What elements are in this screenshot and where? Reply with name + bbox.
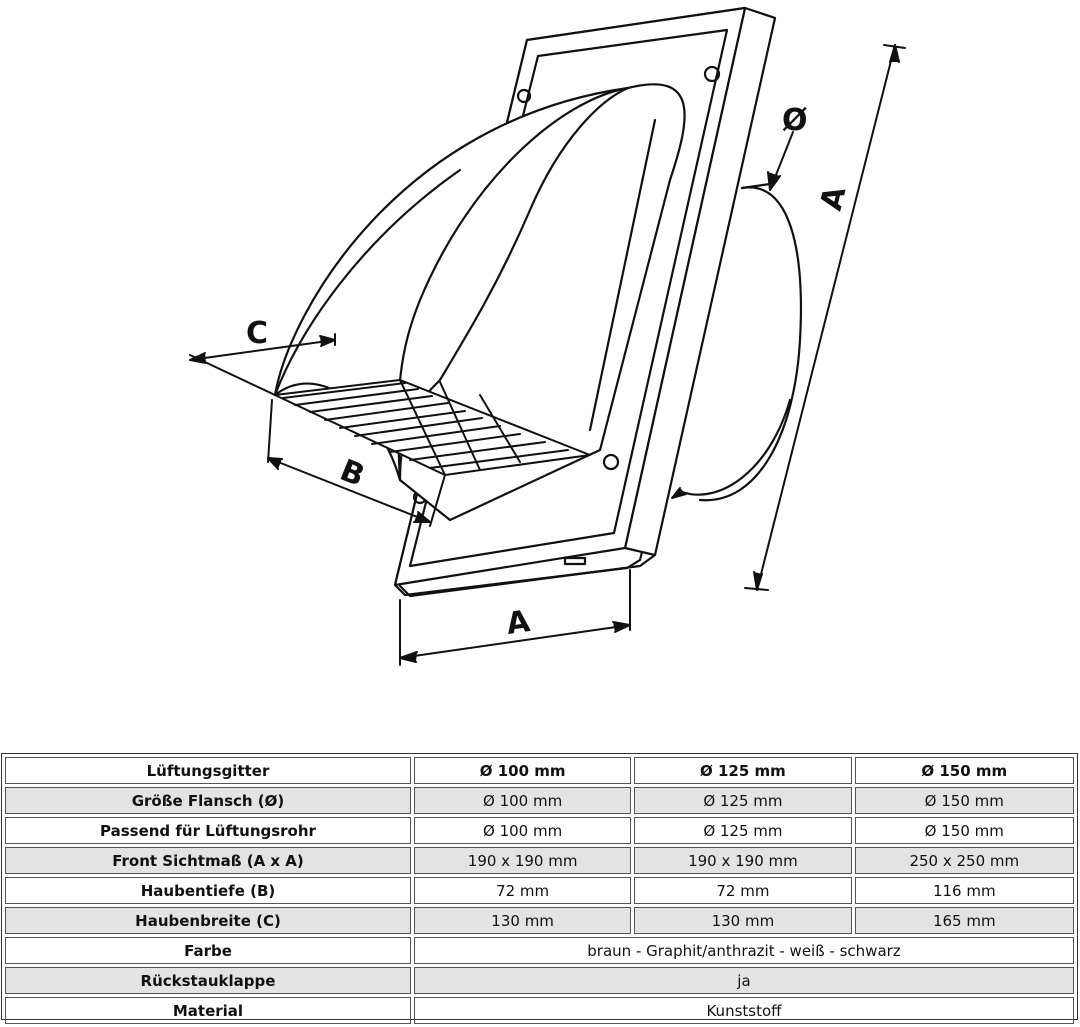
table-row: Material Kunststoff — [5, 997, 1074, 1024]
table-row: Rückstauklappe ja — [5, 967, 1074, 994]
row-label: Haubentiefe (B) — [5, 877, 411, 904]
table-row: Front Sichtmaß (A x A) 190 x 190 mm 190 … — [5, 847, 1074, 874]
table-cell-merged: ja — [413, 967, 1074, 994]
table-cell: Ø 125 mm — [634, 817, 852, 844]
dimension-lines — [189, 44, 906, 666]
table-cell: Ø 100 mm — [413, 817, 632, 844]
dimension-label-b: B — [335, 453, 369, 494]
diameter-label: Ø — [782, 103, 808, 138]
dimension-label-a-side: A — [814, 182, 854, 214]
header-cell: Ø 100 mm — [413, 757, 632, 784]
table-cell: 190 x 190 mm — [634, 847, 852, 874]
row-label: Rückstauklappe — [5, 967, 411, 994]
table-cell-merged: braun - Graphit/anthrazit - weiß - schwa… — [413, 937, 1074, 964]
table-cell: 190 x 190 mm — [413, 847, 632, 874]
table-cell: 130 mm — [634, 907, 852, 934]
table-cell: Ø 150 mm — [854, 787, 1074, 814]
table-cell: 250 x 250 mm — [854, 847, 1074, 874]
table-cell: 165 mm — [854, 907, 1074, 934]
table-cell: 116 mm — [854, 877, 1074, 904]
pipe-spigot — [680, 182, 803, 502]
table-row: Größe Flansch (Ø) Ø 100 mm Ø 125 mm Ø 15… — [5, 787, 1074, 814]
table-cell: Ø 150 mm — [854, 817, 1074, 844]
table-row: Haubentiefe (B) 72 mm 72 mm 116 mm — [5, 877, 1074, 904]
dimension-label-c: C — [246, 316, 268, 351]
spec-table: Lüftungsgitter Ø 100 mm Ø 125 mm Ø 150 m… — [2, 754, 1077, 1027]
table-row: Passend für Lüftungsrohr Ø 100 mm Ø 125 … — [5, 817, 1074, 844]
row-label: Front Sichtmaß (A x A) — [5, 847, 411, 874]
table-cell: Ø 125 mm — [634, 787, 852, 814]
table-cell: 72 mm — [634, 877, 852, 904]
header-cell: Ø 125 mm — [634, 757, 852, 784]
dimension-label-a-bottom: A — [504, 604, 533, 642]
header-cell: Lüftungsgitter — [5, 757, 411, 784]
vent-technical-drawing: Ø A A B C — [189, 6, 906, 666]
table-cell-merged: Kunststoff — [413, 997, 1074, 1024]
row-label: Größe Flansch (Ø) — [5, 787, 411, 814]
row-label: Haubenbreite (C) — [5, 907, 411, 934]
table-row: Haubenbreite (C) 130 mm 130 mm 165 mm — [5, 907, 1074, 934]
row-label: Farbe — [5, 937, 411, 964]
row-label: Passend für Lüftungsrohr — [5, 817, 411, 844]
table-row: Farbe braun - Graphit/anthrazit - weiß -… — [5, 937, 1074, 964]
table-cell: 130 mm — [413, 907, 632, 934]
header-cell: Ø 150 mm — [854, 757, 1074, 784]
table-header-row: Lüftungsgitter Ø 100 mm Ø 125 mm Ø 150 m… — [5, 757, 1074, 784]
table-cell: 72 mm — [413, 877, 632, 904]
louvre-grille — [274, 379, 591, 476]
row-label: Material — [5, 997, 411, 1024]
specification-table: Lüftungsgitter Ø 100 mm Ø 125 mm Ø 150 m… — [1, 753, 1078, 1024]
table-cell: Ø 100 mm — [413, 787, 632, 814]
